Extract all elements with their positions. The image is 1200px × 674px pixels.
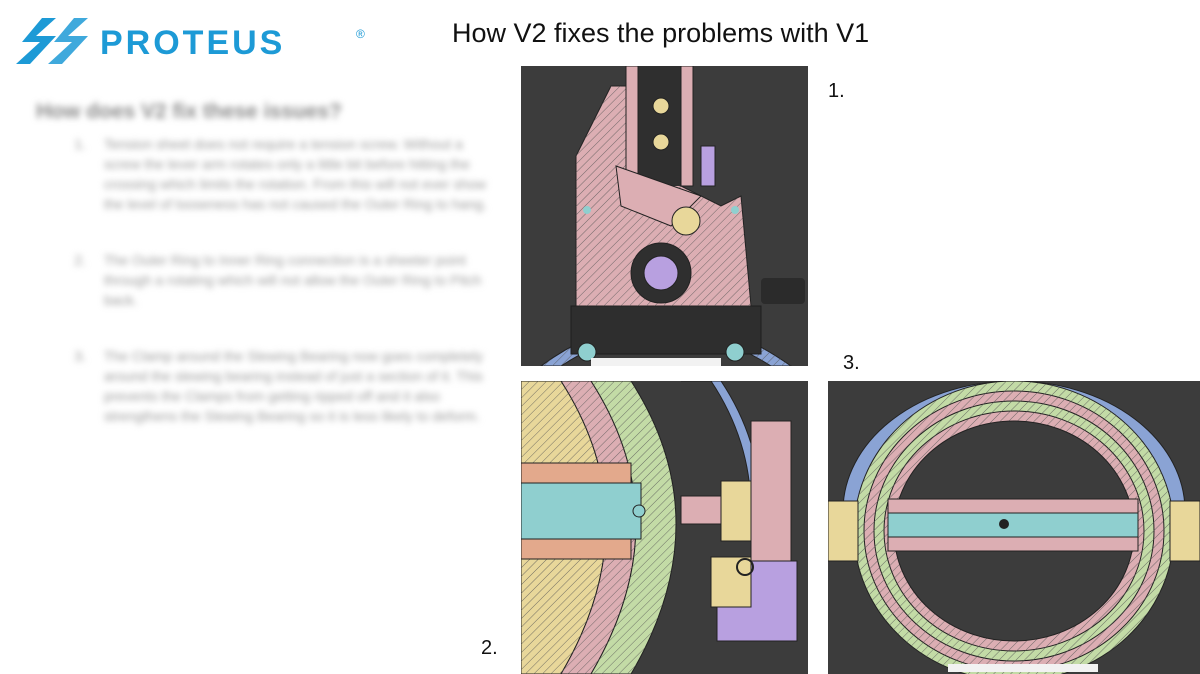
proteus-logo-mark: PROTEUS ®: [16, 18, 365, 64]
section-view-3: [828, 381, 1200, 674]
blurred-item: Tension sheet does not require a tension…: [90, 134, 490, 214]
proteus-logo: PROTEUS ®: [14, 12, 374, 70]
svg-text:PROTEUS: PROTEUS: [100, 24, 285, 62]
blurred-item: The Clamp around the Slewing Bearing now…: [90, 346, 490, 426]
slide-title: How V2 fixes the problems with V1: [452, 18, 870, 48]
blurred-heading: How does V2 fix these issues?: [36, 100, 342, 123]
label-1: 1.: [828, 80, 845, 102]
section-view-2: [521, 381, 808, 674]
section-view-1: [521, 66, 808, 366]
label-2: 2.: [481, 637, 498, 659]
label-3: 3.: [843, 352, 860, 374]
blurred-item: The Outer Ring to Inner Ring connection …: [90, 250, 490, 310]
svg-text:®: ®: [356, 27, 365, 41]
blurred-text-block: How does V2 fix these issues? Tension sh…: [30, 100, 490, 462]
